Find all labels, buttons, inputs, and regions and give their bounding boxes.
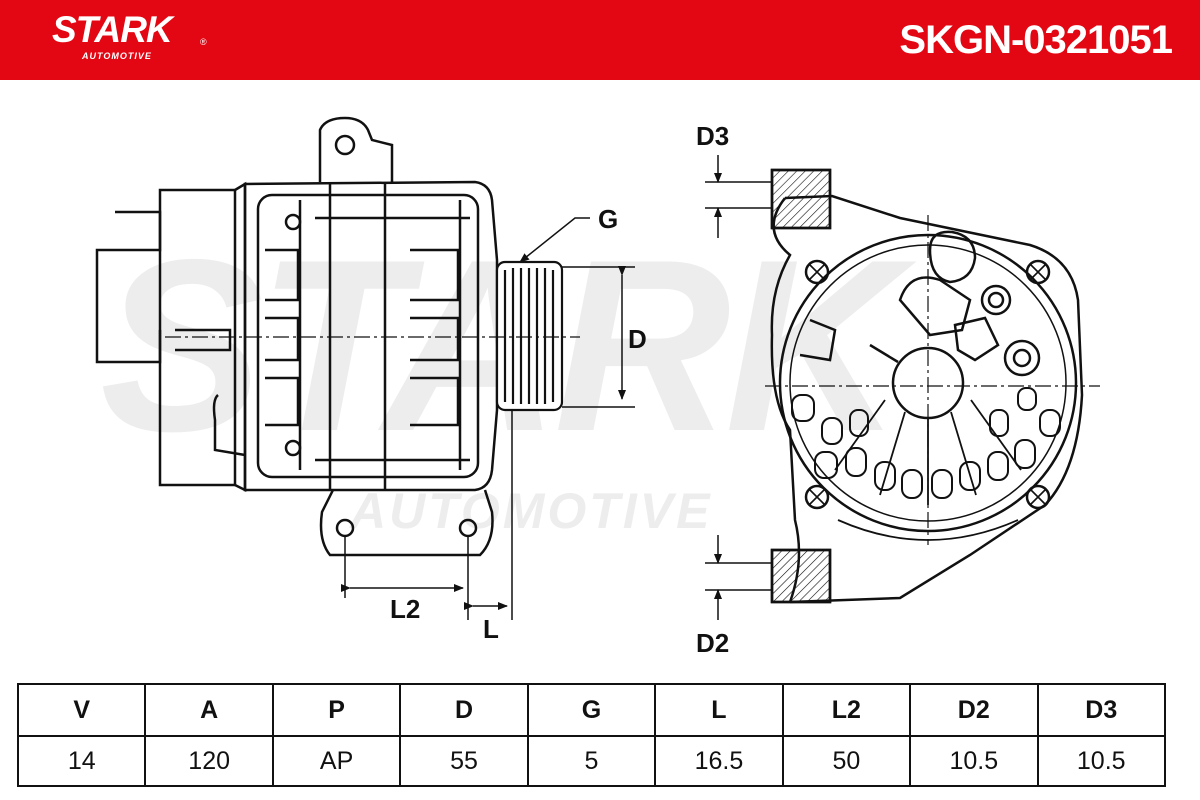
- spec-header: V: [16, 683, 147, 737]
- front-center-lines: [765, 215, 1100, 545]
- specs-value-row: 14 120 AP 55 5 16.5 50 10.5 10.5: [16, 735, 1166, 787]
- alternator-side-view: [95, 116, 499, 557]
- spec-header: G: [526, 683, 657, 737]
- pulley: [495, 260, 564, 412]
- spec-value: 10.5: [909, 735, 1039, 787]
- brand-logo: STARK AUTOMOTIVE ®: [52, 9, 207, 62]
- specs-table: V A P D G L L2 D2 D3 14 120 AP 55 5 16.5…: [16, 683, 1166, 787]
- spec-value: AP: [271, 735, 402, 787]
- registered-mark: ®: [200, 37, 207, 47]
- spec-value: 120: [144, 735, 274, 787]
- label-g: G: [598, 204, 618, 234]
- spec-value: 5: [526, 735, 657, 787]
- dimension-d2: [705, 535, 772, 620]
- spec-header: D: [399, 683, 529, 737]
- leader-g: [519, 217, 590, 263]
- spec-value: 50: [781, 735, 912, 787]
- spec-header: D2: [909, 683, 1039, 737]
- dimension-d: [562, 266, 635, 408]
- label-l: L: [483, 614, 499, 644]
- label-l2: L2: [390, 594, 420, 624]
- technical-drawing: D G L2 L: [95, 116, 1100, 658]
- specs-header-row: V A P D G L L2 D2 D3: [16, 683, 1166, 737]
- spec-value: 14: [16, 735, 147, 787]
- spec-value: 55: [399, 735, 529, 787]
- spec-header: A: [144, 683, 274, 737]
- brand-name: STARK: [52, 9, 173, 50]
- label-d2: D2: [696, 628, 729, 658]
- dimension-d3: [705, 155, 772, 238]
- spec-header: L2: [781, 683, 912, 737]
- label-d3: D3: [696, 121, 729, 151]
- part-number: SKGN-0321051: [899, 18, 1173, 62]
- spec-header: P: [271, 683, 402, 737]
- watermark-subtitle: AUTOMOTIVE: [350, 483, 713, 539]
- header-bar: STARK AUTOMOTIVE ® SKGN-0321051: [0, 0, 1200, 80]
- spec-value: 10.5: [1036, 735, 1166, 787]
- label-d: D: [628, 324, 647, 354]
- brand-subtitle: AUTOMOTIVE: [82, 51, 152, 61]
- spec-value: 16.5: [654, 735, 784, 787]
- spec-header: L: [654, 683, 784, 737]
- dimension-l2: [341, 410, 513, 620]
- spec-header: D3: [1036, 683, 1166, 737]
